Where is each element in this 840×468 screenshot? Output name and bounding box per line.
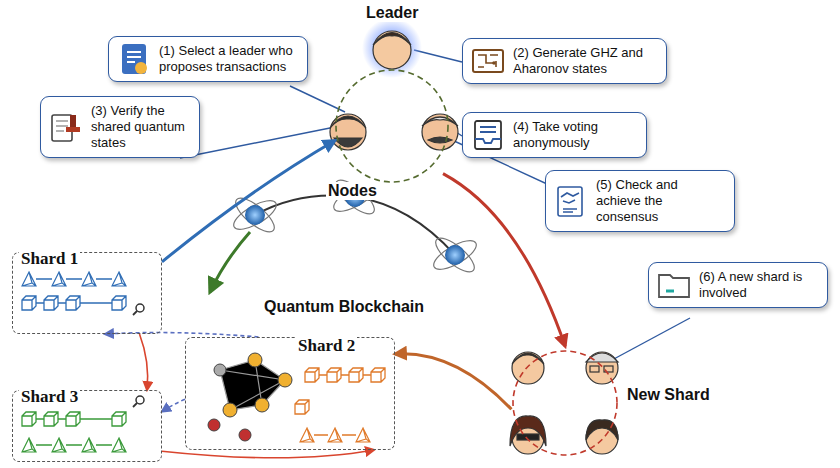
callout-text: (6) A new shard is involved [699,269,819,301]
flow-arrow [140,334,148,390]
step-callout: (6) A new shard is involved [648,262,828,308]
shard-box: Shard 1 [12,252,162,334]
flow-arrow [395,354,511,410]
flow-arrow [162,141,335,262]
figure-label: Quantum Blockchain [262,298,426,316]
step-callout: (1) Select a leader who proposes transac… [108,36,308,82]
step-callout: (3) Verify the shared quantum states [40,96,200,158]
heading: Shard 3 [19,387,80,407]
step-icon [470,117,506,153]
step-icon [656,267,692,303]
heading: New Shard [625,386,712,404]
step-icon [116,41,152,77]
callout-text: (5) Check and achieve the consensus [596,177,726,225]
callout-text: (3) Verify the shared quantum states [91,103,191,151]
step-icon [553,183,589,219]
heading: Nodes [326,182,379,200]
heading: Leader [364,4,420,22]
callout-text: (4) Take voting anonymously [513,119,638,151]
step-callout: (5) Check and achieve the consensus [545,170,735,232]
callout-text: (1) Select a leader who proposes transac… [159,43,299,75]
step-icon [470,43,506,79]
step-callout: (4) Take voting anonymously [462,112,647,158]
new-shard-ring: New Shard [505,340,720,466]
heading: Shard 2 [296,336,357,356]
step-icon [48,109,84,145]
flow-arrow [162,399,185,411]
flow-arrow [162,450,374,458]
shard-box: Shard 2 [185,337,395,450]
heading: Shard 1 [19,249,80,269]
callout-text: (2) Generate GHZ and Aharonov states [513,45,658,77]
dashed-circle [320,4,470,199]
shard-box: Shard 3 [12,390,162,462]
consensus-ring: LeaderNodes [320,4,470,199]
step-callout: (2) Generate GHZ and Aharonov states [462,38,667,84]
